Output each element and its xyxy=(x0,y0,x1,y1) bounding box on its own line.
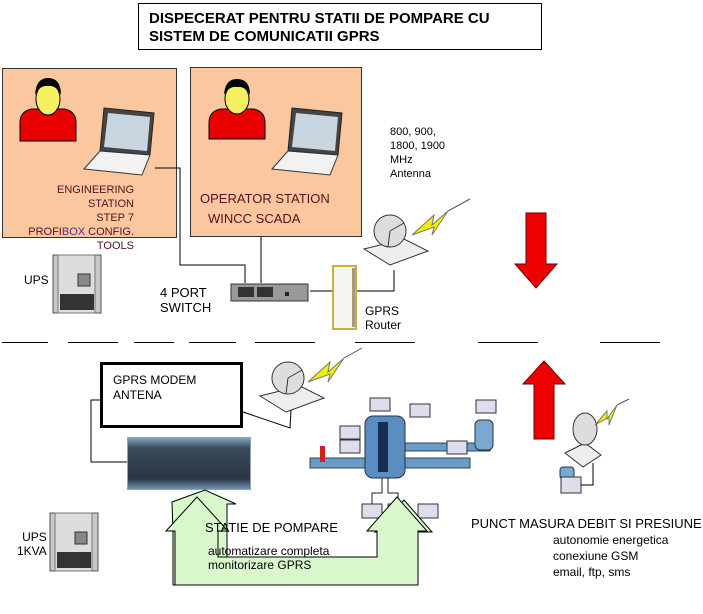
ups-bottom-icon xyxy=(49,512,99,572)
ups-bottom-line-1: UPS xyxy=(22,530,47,544)
engineering-station-line-2: STEP 7 xyxy=(96,212,134,224)
modem-line-1: GPRS MODEM xyxy=(113,373,197,387)
modem-line-2: ANTENA xyxy=(113,388,162,402)
engineering-station-line-3: PROFIBOX CONFIG. xyxy=(8,225,134,239)
ups-top-icon xyxy=(52,254,102,314)
ups-bottom-label: UPS 1KVA xyxy=(17,530,47,558)
separator-segment xyxy=(355,342,415,343)
antenna-line-3: MHz xyxy=(390,154,413,166)
separator-segment xyxy=(189,342,236,343)
engineering-station-line-1: ENGINEERING STATION xyxy=(56,184,134,210)
router-line-2: Router xyxy=(365,318,402,332)
measure-point-title: PUNCT MASURA DEBIT SI PRESIUNE xyxy=(471,516,702,531)
separator-segment xyxy=(134,342,174,343)
network-switch-icon xyxy=(230,283,309,302)
antenna-line-1: 800, 900, xyxy=(390,126,436,138)
router-label: GPRS Router xyxy=(365,304,401,332)
antenna-line-4: Antenna xyxy=(390,168,431,180)
measure-point-line-3: email, ftp, sms xyxy=(553,565,631,579)
line3-prefix: PROFI xyxy=(28,226,62,238)
operator-person-icon xyxy=(208,79,266,140)
measure-point-details: autonomie energetica conexiune GSM email… xyxy=(553,532,668,580)
title-line-2: SISTEM DE COMUNICATII GPRS xyxy=(149,28,380,45)
red-arrow-down-icon xyxy=(513,212,559,289)
operator-station-label: OPERATOR STATION WINCC SCADA xyxy=(200,189,330,229)
separator-segment xyxy=(600,342,660,343)
separator-segment xyxy=(255,342,315,343)
measure-point-line-2: conexiune GSM xyxy=(553,549,639,563)
operator-station-line-2: WINCC SCADA xyxy=(208,211,301,226)
switch-line-2: SWITCH xyxy=(160,300,212,315)
antenna-line-2: 1800, 1900 xyxy=(390,140,446,152)
pump-station-line-2: monitorizare GPRS xyxy=(208,558,312,572)
line3-suffix: CONFIG. xyxy=(85,226,134,238)
ups-top-label: UPS xyxy=(24,273,49,287)
red-arrow-up-icon xyxy=(521,360,567,440)
engineering-station-line-4: TOOLS xyxy=(96,240,134,252)
line3-highlight: BOX xyxy=(61,226,86,238)
green-arrow-outline-icon xyxy=(164,496,429,586)
separator-segment xyxy=(2,342,48,343)
operator-station-line-1: OPERATOR STATION xyxy=(200,191,330,206)
diagram-title: DISPECERAT PENTRU STATII DE POMPARE CU S… xyxy=(138,3,542,50)
separator-segment xyxy=(478,342,538,343)
pump-station-title: STATIE DE POMPARE xyxy=(205,520,338,535)
switch-line-1: 4 PORT xyxy=(160,285,207,300)
operator-laptop-icon xyxy=(270,107,343,176)
top-antenna-dish-icon xyxy=(362,198,471,266)
title-line-1: DISPECERAT PENTRU STATII DE POMPARE CU xyxy=(149,10,490,27)
router-line-1: GPRS xyxy=(365,304,400,318)
measurement-antenna-icon xyxy=(559,398,630,494)
bottom-antenna-dish-icon xyxy=(258,347,363,413)
separator-segment xyxy=(68,342,118,343)
antenna-frequency-label: 800, 900, 1800, 1900 MHz Antenna xyxy=(390,125,445,181)
engineering-laptop-icon xyxy=(82,107,155,176)
plc-controller-icon xyxy=(127,437,251,490)
measure-point-line-1: autonomie energetica xyxy=(553,533,669,547)
engineer-person-icon xyxy=(19,78,77,142)
gprs-modem-box: GPRS MODEM ANTENA xyxy=(100,362,243,428)
engineering-station-label: ENGINEERING STATION STEP 7 PROFIBOX CONF… xyxy=(8,183,134,253)
pump-station-details: automatizare completa monitorizare GPRS xyxy=(208,544,329,572)
switch-label: 4 PORT SWITCH xyxy=(160,285,211,315)
gprs-router-icon xyxy=(332,265,357,330)
pump-station-line-1: automatizare completa xyxy=(208,544,330,558)
ups-bottom-line-2: 1KVA xyxy=(17,544,47,558)
